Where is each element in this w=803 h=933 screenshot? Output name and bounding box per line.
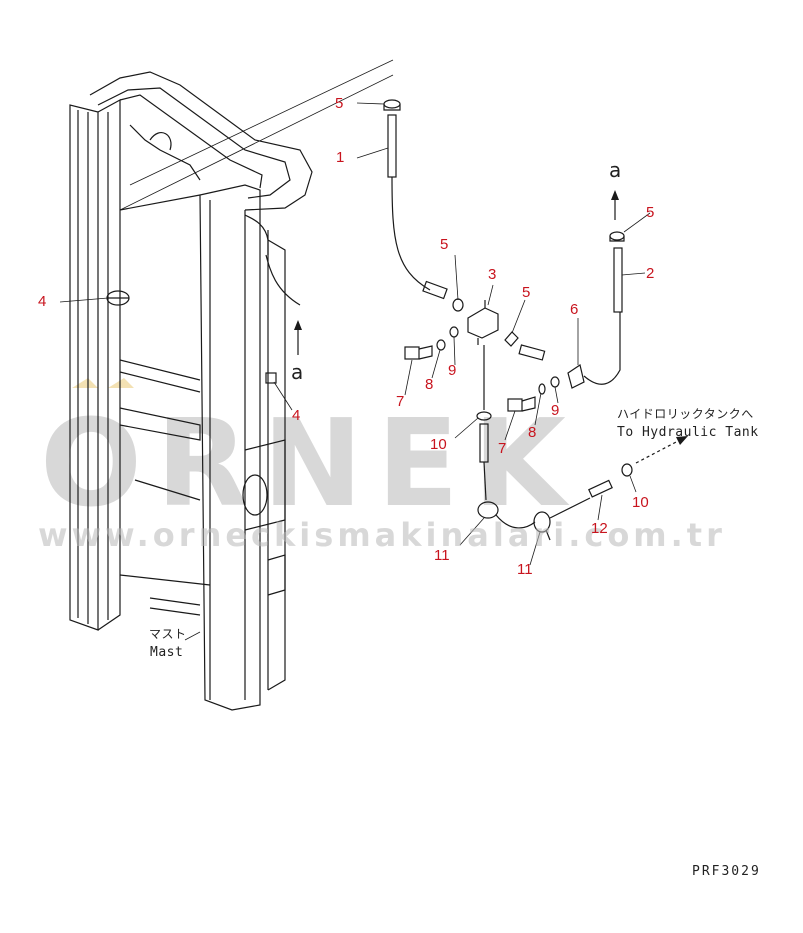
watermark-url: www.orneckismakinalari.com.tr — [38, 516, 726, 554]
callout-11-right: 11 — [517, 561, 533, 578]
note-hydraulic-en: To Hydraulic Tank — [617, 425, 759, 440]
callout-7-left: 7 — [396, 393, 405, 410]
callout-5-right: 5 — [646, 204, 655, 221]
arrow-a-mast-icon — [294, 320, 302, 330]
callout-4-right: 4 — [292, 407, 301, 424]
note-mast-jp: マスト — [149, 627, 187, 641]
svg-text:ORNEK: ORNEK — [40, 395, 580, 534]
callout-8-right: 8 — [528, 424, 537, 441]
arrow-hydraulic-icon — [676, 436, 688, 445]
hose-assembly — [119, 59, 681, 541]
arrow-a-right-icon — [611, 190, 619, 200]
callout-5-mid: 5 — [440, 236, 449, 253]
note-mast-en: Mast — [150, 645, 184, 660]
callout-8-left: 8 — [425, 376, 434, 393]
note-hydraulic-jp: ハイドロリックタンクへ — [617, 407, 754, 421]
callout-4-left: 4 — [38, 293, 47, 310]
callout-10-right: 10 — [632, 494, 649, 511]
callout-3: 3 — [488, 266, 497, 283]
callout-5-block: 5 — [522, 284, 531, 301]
callout-7-right: 7 — [498, 440, 507, 457]
callout-2: 2 — [646, 265, 655, 282]
callout-6: 6 — [570, 301, 579, 318]
arrow-letter-mast: a — [291, 360, 304, 384]
callout-11-left: 11 — [434, 547, 450, 564]
callout-9-left: 9 — [448, 362, 457, 379]
callout-12: 12 — [591, 520, 608, 537]
callout-9-right: 9 — [551, 402, 560, 419]
callout-5-top: 5 — [335, 95, 344, 112]
callout-10-left: 10 — [430, 436, 447, 453]
callout-leaders — [59, 102, 651, 641]
mast-assembly — [69, 71, 313, 711]
callout-1: 1 — [336, 149, 345, 166]
arrow-heads — [294, 190, 688, 445]
drawing-code: PRF3029 — [692, 864, 761, 879]
arrow-letter-right: a — [609, 158, 622, 182]
